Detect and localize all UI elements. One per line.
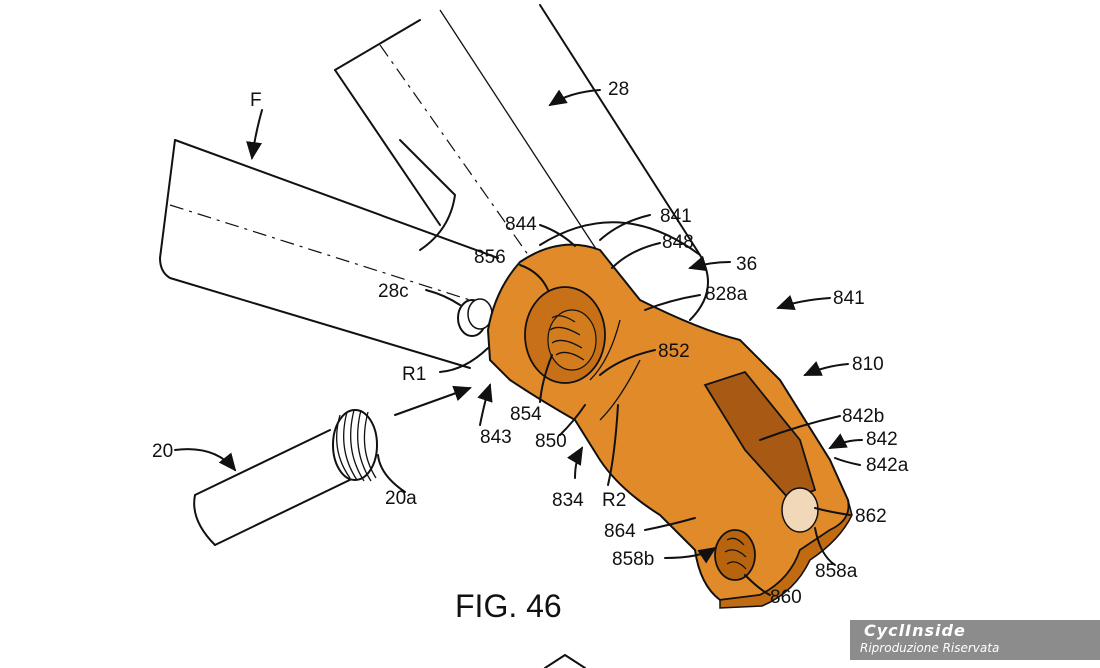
label-20: 20 <box>152 441 173 462</box>
label-848: 848 <box>662 232 694 253</box>
label-810: 810 <box>852 354 884 375</box>
label-842a: 842a <box>866 455 909 476</box>
boss-28c <box>457 298 493 337</box>
label-856: 856 <box>474 247 506 268</box>
label-860: 860 <box>770 587 802 608</box>
watermark-note: Riproduzione Riservata <box>860 641 1000 655</box>
leader-lines <box>174 89 863 596</box>
hanger-slot <box>703 370 817 502</box>
label-F: F <box>250 90 262 111</box>
label-854: 854 <box>510 404 542 425</box>
label-834: 834 <box>552 490 584 511</box>
label-852: 852 <box>658 341 690 362</box>
label-20a: 20a <box>385 488 417 509</box>
label-842b: 842b <box>842 406 884 427</box>
label-36: 36 <box>736 254 757 275</box>
watermark-bar <box>850 620 1100 660</box>
label-864: 864 <box>604 521 636 542</box>
label-858b: 858b <box>612 549 654 570</box>
frame-tube-28 <box>334 4 709 321</box>
label-842: 842 <box>866 429 898 450</box>
frame-tube-f <box>159 139 499 369</box>
next-figure-fragment <box>544 654 586 668</box>
label-843: 843 <box>480 427 512 448</box>
reference-labels: F 28 844 841 848 36 856 828a 841 28c 852… <box>152 79 909 624</box>
label-858a: 858a <box>815 561 858 582</box>
label-862: 862 <box>855 506 887 527</box>
label-841-right: 841 <box>833 288 865 309</box>
watermark-brand: CyclInside <box>864 621 966 640</box>
label-R1: R1 <box>402 364 426 385</box>
label-841-top: 841 <box>660 206 692 227</box>
axle-20 <box>193 409 378 546</box>
label-R2: R2 <box>602 490 626 511</box>
derailleur-hanger-810 <box>486 243 853 609</box>
label-28c: 28c <box>378 281 409 302</box>
hanger-hole-858b <box>714 529 756 581</box>
label-28: 28 <box>608 79 629 100</box>
figure-caption: FIG. 46 <box>455 588 562 624</box>
hanger-side-face <box>719 499 853 609</box>
label-828a: 828a <box>705 284 748 305</box>
label-844: 844 <box>505 214 537 235</box>
label-850: 850 <box>535 431 567 452</box>
hanger-hole-858a <box>781 487 819 533</box>
